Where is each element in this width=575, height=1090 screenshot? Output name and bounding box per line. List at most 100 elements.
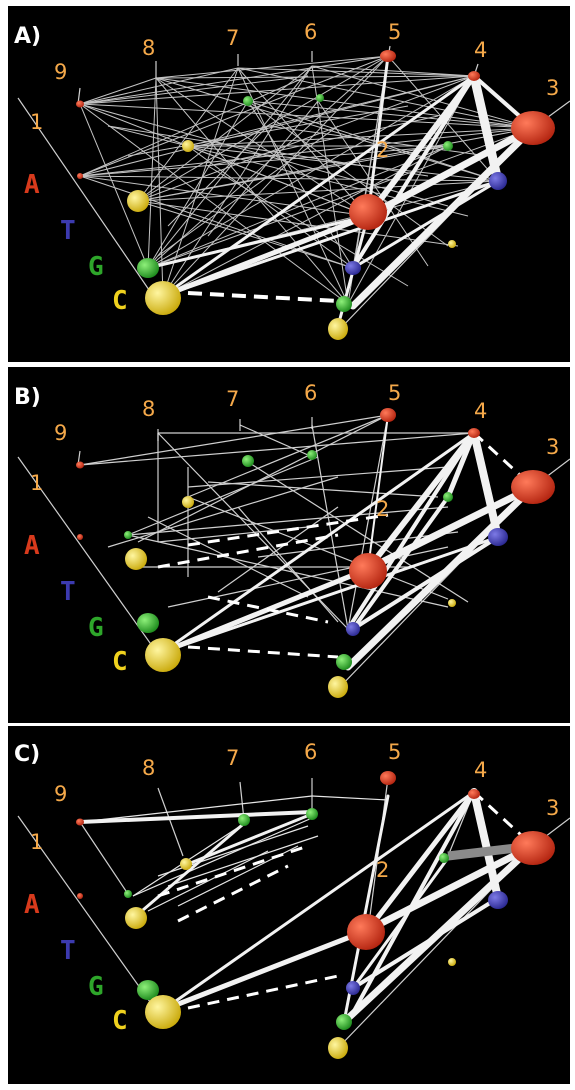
nucleotide-label-g: G: [88, 252, 104, 282]
position-label-9: 9: [54, 60, 68, 84]
nucleotide-label-a: A: [24, 170, 40, 200]
node-1-g: [137, 613, 159, 633]
nodes: [76, 408, 555, 698]
nucleotide-label-t: T: [60, 936, 76, 966]
network-diagram-b: [17, 408, 570, 698]
node-1-g: [137, 258, 159, 278]
node-2-g: [336, 296, 352, 312]
nucleotide-label-a: A: [24, 890, 40, 920]
node-2-a: [349, 553, 387, 589]
edges-thick: [78, 788, 537, 1026]
edges-dashed: [187, 291, 339, 303]
node-7-g: [242, 455, 254, 467]
position-label-7: 7: [226, 746, 240, 770]
node-9-g: [124, 890, 132, 898]
nucleotide-label-c: C: [112, 647, 128, 677]
position-label-5: 5: [388, 20, 402, 44]
node-1-a-lower: [77, 173, 83, 179]
node-2-t: [346, 622, 360, 636]
position-label-6: 6: [304, 381, 318, 405]
panel-label: C): [14, 742, 41, 767]
position-label-1: 1: [30, 471, 44, 495]
position-label-9: 9: [54, 421, 68, 445]
node-4-c: [448, 599, 456, 607]
position-label-6: 6: [304, 740, 318, 764]
node-7-g: [243, 96, 253, 106]
position-label-1: 1: [30, 110, 44, 134]
node-5-a: [380, 50, 396, 62]
node-4-g: [443, 492, 453, 502]
node-1-a: [76, 100, 84, 108]
node-7-g: [238, 814, 250, 826]
position-label-7: 7: [226, 387, 240, 411]
node-2-g: [336, 654, 352, 670]
node-2-g: [336, 1014, 352, 1030]
nucleotide-label-c: C: [112, 286, 128, 316]
position-label-8: 8: [142, 36, 156, 60]
node-4-a: [468, 71, 480, 81]
node-9-c: [125, 548, 147, 570]
position-label-4: 4: [474, 758, 488, 782]
network-diagram-a: [17, 45, 570, 340]
position-label-2: 2: [376, 497, 390, 521]
network-diagram-c: [17, 771, 570, 1059]
position-label-8: 8: [142, 397, 156, 421]
node-4-c: [448, 240, 456, 248]
nucleotide-label-g: G: [88, 613, 104, 643]
node-9-c: [125, 907, 147, 929]
edges-thin: [79, 414, 475, 630]
node-6-g: [316, 94, 324, 102]
nodes: [76, 50, 555, 340]
node-5-a: [380, 771, 396, 785]
position-label-2: 2: [376, 138, 390, 162]
node-8-c: [182, 140, 194, 152]
position-label-9: 9: [54, 782, 68, 806]
node-6-g: [306, 808, 318, 820]
nucleotide-label-t: T: [60, 577, 76, 607]
position-label-3: 3: [546, 796, 560, 820]
node-2-a: [349, 194, 387, 230]
node-9-g: [124, 531, 132, 539]
node-8-c: [182, 496, 194, 508]
node-4-g: [439, 853, 449, 863]
node-2-c: [328, 676, 348, 698]
node-4-a: [468, 428, 480, 438]
node-9-a: [76, 818, 84, 826]
nucleotide-label-g: G: [88, 972, 104, 1002]
position-label-6: 6: [304, 20, 318, 44]
node-3-a: [511, 831, 555, 865]
node-3-t: [488, 528, 508, 546]
nucleotide-label-c: C: [112, 1006, 128, 1036]
node-1-g: [137, 980, 159, 1000]
nucleotide-label-t: T: [60, 216, 76, 246]
nucleotide-label-a: A: [24, 531, 40, 561]
node-6-g: [307, 450, 317, 460]
position-label-7: 7: [226, 26, 240, 50]
edges-thick: [146, 54, 537, 328]
panel-label: B): [14, 385, 41, 410]
node-1-c: [145, 995, 181, 1029]
node-3-t: [488, 891, 508, 909]
position-label-5: 5: [388, 740, 402, 764]
nodes: [76, 771, 555, 1059]
node-3-a: [511, 470, 555, 504]
edges-thick: [160, 414, 537, 671]
node-1-c: [145, 281, 181, 315]
position-label-4: 4: [474, 399, 488, 423]
panel-a: A) 1 2 3 4 5 6 7 8 9 A T G C: [8, 6, 570, 362]
panel-b: B) 1 2 3 4 5 6 7 8 9 A T G C: [8, 367, 570, 723]
position-label-8: 8: [142, 756, 156, 780]
node-2-t: [345, 261, 361, 275]
position-axes: [17, 777, 570, 1049]
position-label-1: 1: [30, 830, 44, 854]
node-4-c: [448, 958, 456, 966]
node-3-t: [489, 172, 507, 190]
position-label-3: 3: [546, 435, 560, 459]
node-5-a: [380, 408, 396, 422]
position-label-2: 2: [376, 858, 390, 882]
node-9-a: [76, 461, 84, 469]
node-1-c: [145, 638, 181, 672]
node-2-c: [328, 318, 348, 340]
position-label-4: 4: [474, 38, 488, 62]
panel-label: A): [14, 24, 42, 49]
